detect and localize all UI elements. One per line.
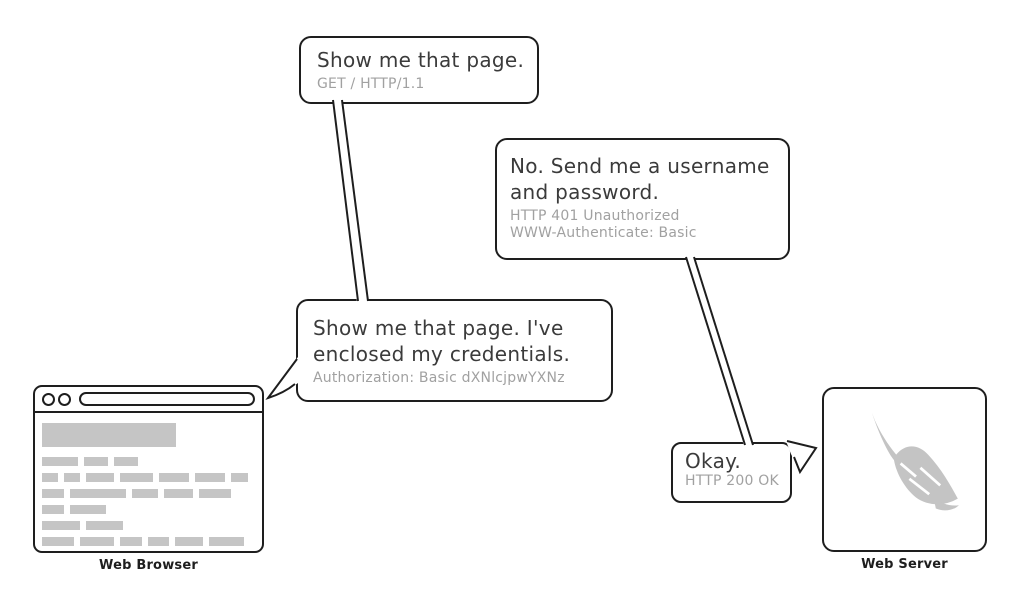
placeholder-block	[120, 537, 142, 546]
speech-bubble-401-response: No. Send me a username and password. HTT…	[495, 138, 790, 260]
browser-button-icon	[42, 392, 55, 406]
placeholder-block	[42, 537, 74, 546]
placeholder-block	[70, 489, 126, 498]
bubble-http-detail: HTTP 401 Unauthorized	[510, 208, 680, 224]
placeholder-text-row	[42, 521, 255, 530]
placeholder-heading-block	[42, 423, 176, 447]
placeholder-text-row	[42, 537, 255, 546]
placeholder-block	[86, 521, 123, 530]
bubble-main-text: Show me that page. I've	[313, 316, 564, 340]
placeholder-block	[120, 473, 153, 482]
bubble-http-detail: GET / HTTP/1.1	[317, 76, 425, 92]
speech-bubble-get-request: Show me that page. GET / HTTP/1.1	[299, 36, 539, 104]
bubble-http-detail: Authorization: Basic dXNlcjpwYXNz	[313, 370, 565, 386]
bubble-main-text: enclosed my credentials.	[313, 342, 571, 366]
placeholder-block	[199, 489, 231, 498]
browser-button-icon	[58, 392, 71, 406]
bubble-http-detail: HTTP 200 OK	[685, 473, 779, 489]
bubble-main-text: and password.	[510, 180, 660, 204]
speech-bubble-200-response: Okay. HTTP 200 OK	[671, 442, 792, 503]
placeholder-block	[159, 473, 189, 482]
browser-titlebar	[35, 387, 262, 413]
web-server-box	[822, 387, 987, 552]
apache-feather-icon	[871, 412, 959, 510]
placeholder-block	[42, 505, 64, 514]
tail-401-response	[685, 256, 754, 446]
placeholder-block	[80, 537, 114, 546]
bubble-main-text: No. Send me a username	[510, 154, 770, 178]
server-label: Web Server	[861, 557, 948, 572]
placeholder-block	[70, 505, 106, 514]
bubble-http-detail: WWW-Authenticate: Basic	[510, 225, 697, 241]
placeholder-block	[231, 473, 248, 482]
placeholder-block	[195, 473, 225, 482]
placeholder-block	[148, 537, 169, 546]
browser-window-icon	[33, 385, 264, 553]
tail-credentials-request	[265, 357, 298, 400]
placeholder-block	[42, 473, 58, 482]
placeholder-block	[42, 457, 78, 466]
placeholder-block	[84, 457, 108, 466]
bubble-main-text: Okay.	[685, 449, 742, 473]
placeholder-block	[64, 473, 80, 482]
bubble-main-text: Show me that page.	[317, 48, 525, 72]
placeholder-block	[209, 537, 244, 546]
placeholder-text-row	[42, 505, 255, 514]
placeholder-block	[164, 489, 193, 498]
placeholder-text-row	[42, 489, 255, 498]
placeholder-text-row	[42, 473, 255, 482]
speech-bubble-credentials-request: Show me that page. I've enclosed my cred…	[296, 299, 613, 402]
placeholder-block	[114, 457, 138, 466]
tail-get-request	[332, 99, 369, 303]
address-bar	[79, 392, 255, 406]
browser-label: Web Browser	[99, 558, 198, 573]
placeholder-block	[42, 489, 64, 498]
placeholder-text-row	[42, 457, 255, 466]
placeholder-block	[132, 489, 158, 498]
placeholder-block	[42, 521, 80, 530]
placeholder-block	[175, 537, 203, 546]
placeholder-block	[86, 473, 114, 482]
browser-page-content	[35, 413, 262, 546]
